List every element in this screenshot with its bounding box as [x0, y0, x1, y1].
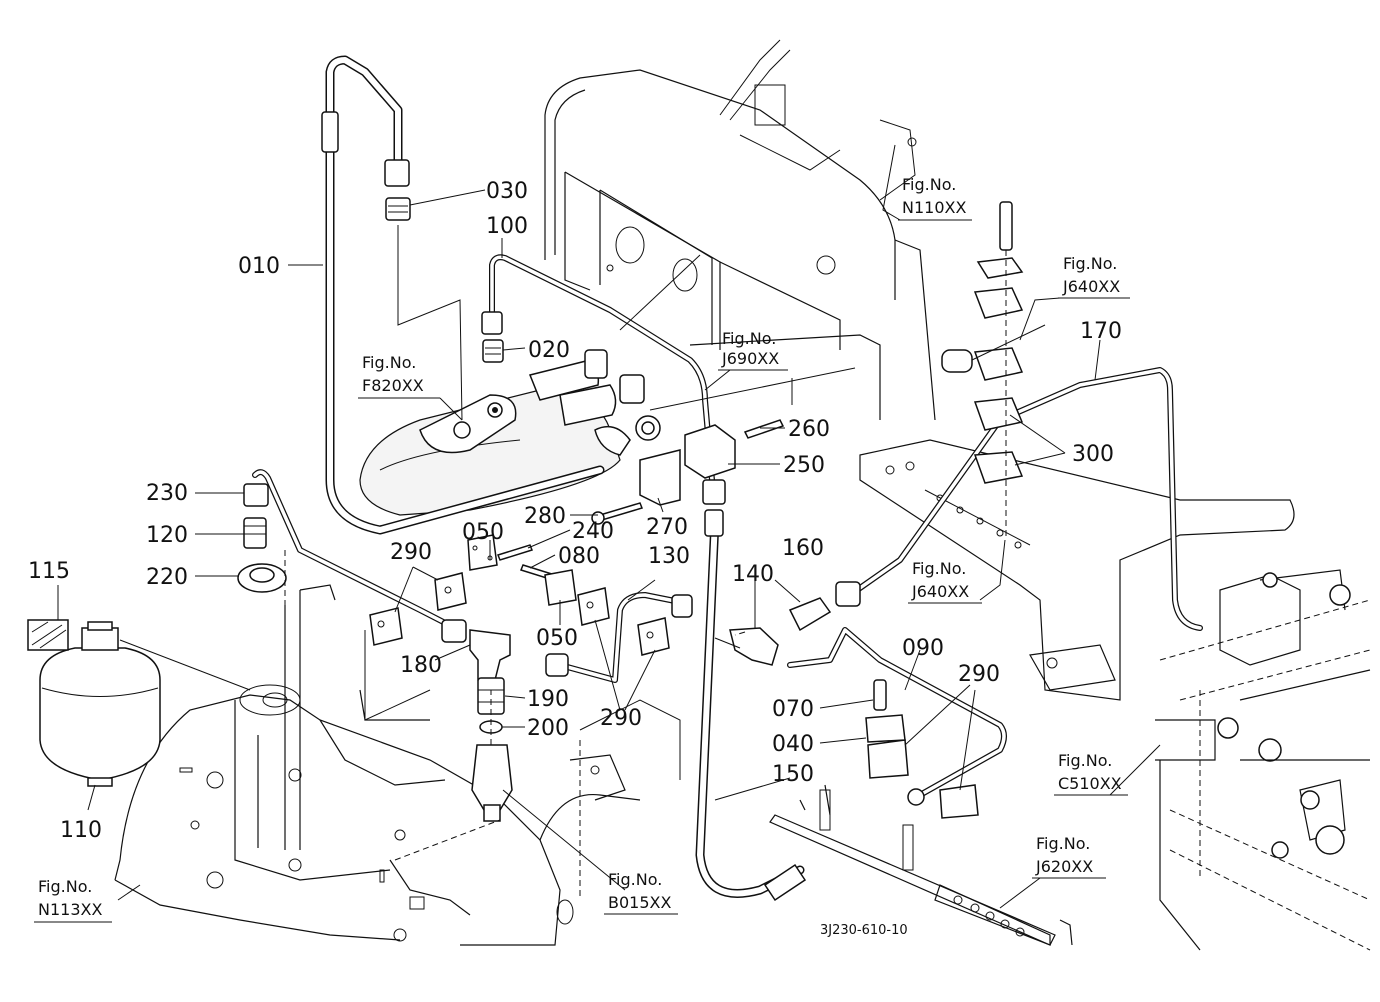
label-160: 160: [782, 536, 824, 561]
svg-text:F820XX: F820XX: [362, 376, 424, 395]
fitting-020: [482, 339, 504, 363]
adapter-190: [477, 677, 505, 715]
leader-lines: [57, 144, 1161, 909]
label-220: 220: [146, 565, 188, 590]
fig-ref-j690: Fig.No. J690XX: [718, 329, 788, 371]
fig-ref-c510: Fig.No. C510XX: [1054, 751, 1128, 796]
pipe-090: [787, 627, 1007, 798]
hose-150: [695, 509, 807, 902]
label-120: 120: [146, 523, 188, 548]
guide-lines: [119, 225, 856, 900]
pipe-170: [847, 367, 1203, 631]
left-frame-structure: [114, 584, 641, 946]
fig-ref-j620: Fig.No. J620XX: [1032, 834, 1106, 879]
label-070: 070: [772, 697, 814, 722]
label-250: 250: [783, 453, 825, 478]
bolt-280: [591, 502, 644, 525]
svg-text:N113XX: N113XX: [38, 900, 102, 919]
svg-text:Fig.No.: Fig.No.: [38, 877, 92, 896]
label-290-c: 290: [958, 662, 1000, 687]
svg-text:J640XX: J640XX: [1062, 277, 1120, 296]
pipe-100: [481, 254, 715, 483]
nut-220: [237, 563, 287, 593]
label-200: 200: [527, 716, 569, 741]
lower-right-frame-plate: [769, 784, 1073, 946]
right-machine-detail: [1155, 569, 1371, 951]
label-170: 170: [1080, 319, 1122, 344]
svg-text:Fig.No.: Fig.No.: [722, 329, 776, 348]
label-290-a: 290: [390, 540, 432, 565]
label-110: 110: [60, 818, 102, 843]
pipe-130: [557, 592, 688, 683]
svg-text:Fig.No.: Fig.No.: [1063, 254, 1117, 273]
label-190: 190: [527, 687, 569, 712]
label-140: 140: [732, 562, 774, 587]
fig-ref-n113: Fig.No. N113XX: [34, 877, 112, 923]
coupler-b015: [471, 744, 513, 822]
label-010: 010: [238, 254, 280, 279]
clamp-290-a: [369, 572, 467, 646]
svg-text:B015XX: B015XX: [608, 893, 671, 912]
label-050-a: 050: [462, 520, 504, 545]
svg-text:J620XX: J620XX: [1035, 857, 1093, 876]
svg-text:J690XX: J690XX: [721, 349, 779, 368]
label-150: 150: [772, 762, 814, 787]
label-130: 130: [648, 544, 690, 569]
fitting-030: [385, 197, 411, 221]
fig-ref-j640-lower: Fig.No. J640XX: [908, 559, 982, 604]
label-080: 080: [558, 544, 600, 569]
svg-text:Fig.No.: Fig.No.: [912, 559, 966, 578]
svg-text:Fig.No.: Fig.No.: [608, 870, 662, 889]
label-115: 115: [28, 559, 70, 584]
label-230: 230: [146, 481, 188, 506]
cab-panel-outline: [544, 39, 936, 421]
fitting-230: [243, 483, 269, 507]
tee-180: [441, 619, 569, 681]
svg-text:Fig.No.: Fig.No.: [362, 353, 416, 372]
label-280: 280: [524, 504, 566, 529]
label-050-b: 050: [536, 626, 578, 651]
pin-260: [743, 419, 785, 439]
bolt-240: [497, 544, 533, 561]
label-180: 180: [400, 653, 442, 678]
svg-text:J640XX: J640XX: [911, 582, 969, 601]
svg-text:C510XX: C510XX: [1058, 774, 1122, 793]
frame-bracket-right: [859, 439, 1295, 701]
fig-ref-b015: Fig.No. B015XX: [604, 870, 678, 915]
label-100: 100: [486, 214, 528, 239]
fig-ref-n110: Fig.No. N110XX: [898, 175, 972, 221]
fitting-120: [243, 517, 267, 549]
svg-text:N110XX: N110XX: [902, 198, 966, 217]
bracket-250: [684, 424, 736, 505]
label-115: [27, 619, 69, 651]
label-260: 260: [788, 417, 830, 442]
svg-text:Fig.No.: Fig.No.: [1036, 834, 1090, 853]
clamp-300-stack: [941, 201, 1046, 540]
clamp-290-c: [867, 739, 979, 819]
part-number-labels: 010 030 100 020 230 120 220 115 110 280 …: [28, 179, 1122, 843]
label-240: 240: [572, 519, 614, 544]
label-040: 040: [772, 732, 814, 757]
fitting-140: [671, 594, 779, 666]
label-030: 030: [486, 179, 528, 204]
svg-text:Fig.No.: Fig.No.: [902, 175, 956, 194]
fitting-160: [788, 581, 861, 632]
pipe-230-line: [252, 469, 458, 631]
hose-010: [321, 55, 605, 535]
svg-text:Fig.No.: Fig.No.: [1058, 751, 1112, 770]
label-090: 090: [902, 636, 944, 661]
fig-ref-j640-upper: Fig.No. J640XX: [1058, 254, 1130, 299]
label-270: 270: [646, 515, 688, 540]
clamp-290-b: [577, 587, 670, 656]
label-290-b: 290: [600, 706, 642, 731]
label-300: 300: [1072, 442, 1114, 467]
plate-050-b: [544, 569, 577, 606]
bolt-070: [865, 679, 906, 743]
figure-references: Fig.No. N110XX Fig.No. J640XX Fig.No. J6…: [34, 175, 1130, 923]
drawing-code: 3J230-610-10: [820, 923, 908, 938]
label-020: 020: [528, 338, 570, 363]
fig-ref-f820: Fig.No. F820XX: [358, 353, 440, 399]
bracket-270: [639, 449, 681, 506]
